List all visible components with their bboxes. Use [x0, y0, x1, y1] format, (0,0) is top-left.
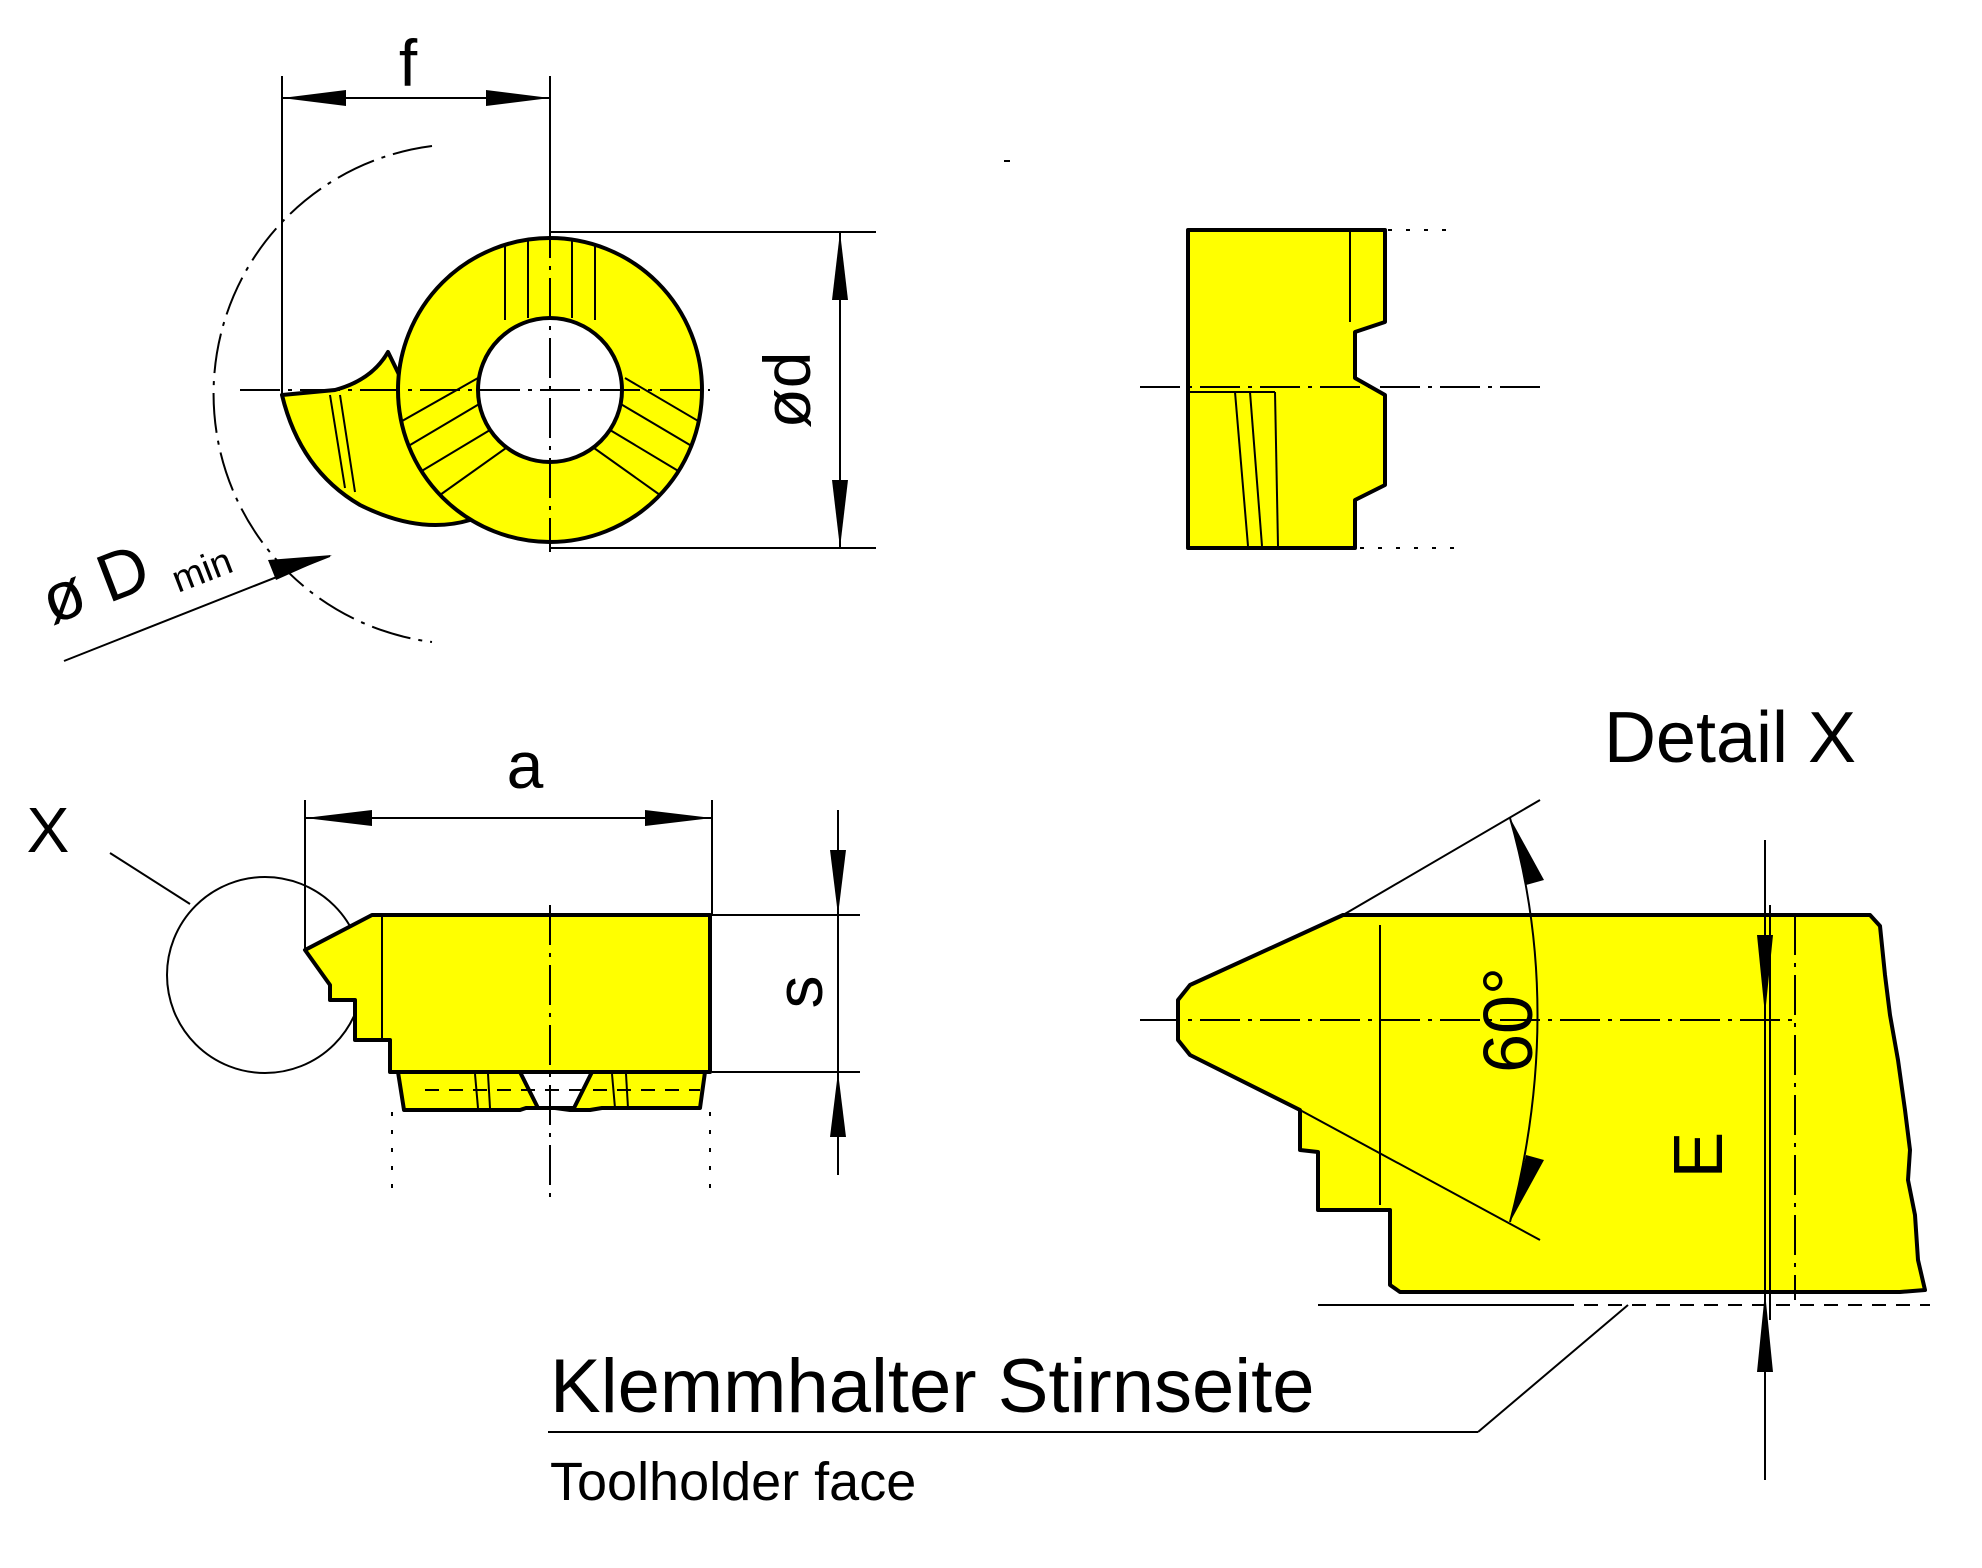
lobe-groove-line [329, 394, 346, 489]
side-groove-line [1249, 391, 1263, 547]
dim-e-label: E [1659, 1132, 1737, 1179]
label-german: Klemmhalter Stirnseite [550, 1344, 1315, 1429]
dim-dmin-label: ø D [30, 529, 160, 639]
detail-body [1176, 913, 1927, 1294]
cutting-lobe [280, 350, 472, 527]
tooth-line [611, 1073, 616, 1109]
side-groove-line [1274, 391, 1279, 547]
top-view: f ød ø D min [30, 26, 876, 662]
marker-x-label: X [27, 794, 70, 866]
angle-label: 60° [1469, 967, 1547, 1073]
detail-title: Detail X [1604, 698, 1856, 778]
angle-line-top [1342, 799, 1541, 916]
min-bore-circle [212, 145, 433, 643]
dim-dmin-sub: min [166, 540, 238, 601]
side-view [1004, 160, 1545, 550]
side-groove-line [1234, 391, 1249, 547]
lobe-groove-line [339, 394, 356, 493]
front-body [303, 913, 712, 1074]
front-view: X a s [27, 728, 860, 1200]
dim-f-label: f [399, 26, 418, 100]
angle-line-bottom [1299, 1109, 1541, 1241]
toolholder-label: Klemmhalter Stirnseite Toolholder face [548, 1304, 1629, 1512]
dim-s-label: s [762, 976, 836, 1009]
side-profile [1186, 228, 1387, 550]
tooth-line [487, 1073, 491, 1109]
detail-x: Detail X 60° E [1140, 698, 1930, 1480]
dim-d-label: ød [750, 351, 824, 428]
detail-x-leader [109, 852, 191, 905]
ring-grooves [398, 238, 702, 496]
dim-a-label: a [507, 728, 544, 802]
label-leader [1477, 1304, 1629, 1433]
label-english: Toolholder face [550, 1452, 916, 1512]
